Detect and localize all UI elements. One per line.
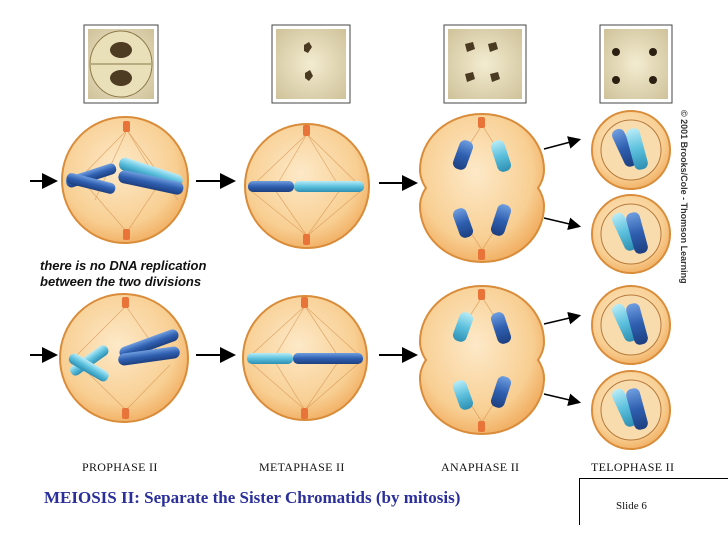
- micrograph-prophase: [83, 24, 159, 104]
- slide-number-box: [579, 478, 728, 525]
- cell-metaphase-top: [244, 123, 370, 249]
- arrow-anaphase-telophase-3: [543, 311, 582, 325]
- cell-anaphase-top: [418, 112, 546, 264]
- arrow-anaphase-telophase-1: [543, 136, 582, 150]
- slide-number: Slide 6: [616, 500, 647, 512]
- cell-prophase-bottom: [59, 293, 189, 423]
- note-line-1: there is no DNA replication: [40, 258, 207, 273]
- micrograph-telophase: [599, 24, 673, 104]
- cell-telophase-2: [591, 194, 671, 274]
- label-metaphase-ii: METAPHASE II: [259, 460, 345, 474]
- arrow-anaphase-telophase-2: [543, 217, 582, 231]
- note-line-2: between the two divisions: [40, 274, 202, 289]
- cell-telophase-3: [591, 285, 671, 365]
- cell-telophase-4: [591, 370, 671, 450]
- arrow-anaphase-telophase-4: [543, 393, 582, 407]
- cell-anaphase-bottom: [418, 284, 546, 436]
- cell-prophase-top: [61, 116, 189, 244]
- label-telophase-ii: TELOPHASE II: [591, 460, 675, 474]
- cell-metaphase-bottom: [242, 295, 368, 421]
- cell-telophase-1: [591, 110, 671, 190]
- label-anaphase-ii: ANAPHASE II: [441, 460, 520, 474]
- micrograph-metaphase: [271, 24, 351, 104]
- slide-title: MEIOSIS II: Separate the Sister Chromati…: [44, 488, 461, 507]
- label-prophase-ii: PROPHASE II: [82, 460, 158, 474]
- copyright-text: © 2001 Brooks/Cole - Thomson Learning: [679, 110, 689, 284]
- micrograph-anaphase: [443, 24, 527, 104]
